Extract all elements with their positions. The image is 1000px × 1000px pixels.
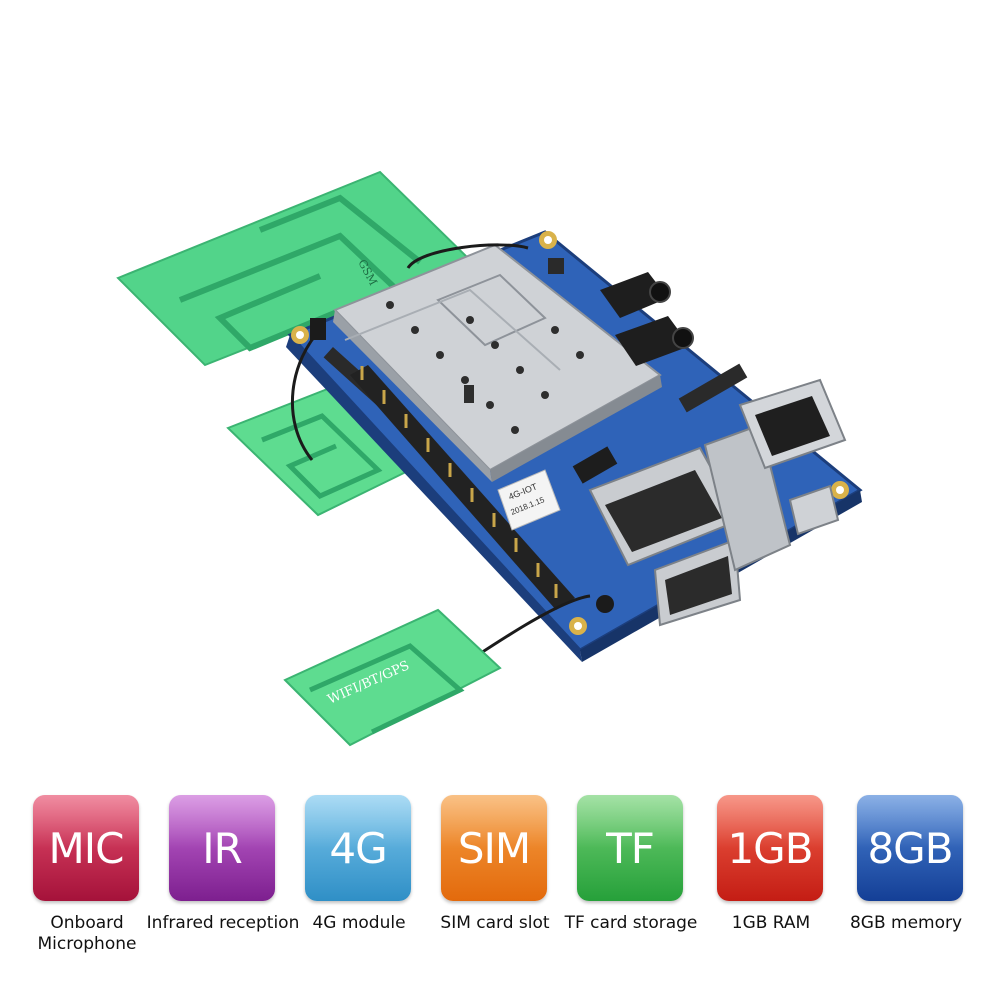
tile-ir: IR <box>169 795 275 901</box>
feature-4g: 4G 4G module <box>305 795 413 933</box>
feature-mic: MIC Onboard Microphone <box>33 795 141 954</box>
board-photo: GSM <box>116 170 863 747</box>
tile-mic-text: MIC <box>48 823 125 873</box>
tile-8gb-text: 8GB <box>867 823 953 873</box>
module-shield: 4G-IOT 2018.1.15 <box>333 243 662 531</box>
feature-tf: TF TF card storage <box>565 795 697 933</box>
caption-ir: Infrared reception <box>146 913 300 933</box>
caption-1gb: 1GB RAM <box>731 913 811 933</box>
tile-4g-text: 4G <box>329 823 387 873</box>
tile-8gb: 8GB <box>857 795 963 901</box>
caption-tf: TF card storage <box>564 913 698 933</box>
caption-sim: SIM card slot <box>440 913 550 933</box>
feature-ir: IR Infrared reception <box>147 795 299 933</box>
wifi-antenna: WIFI/BT/GPS <box>283 608 502 747</box>
feature-1gb: 1GB 1GB RAM <box>717 795 825 933</box>
buzzer <box>596 595 614 613</box>
tile-sim: SIM <box>441 795 547 901</box>
cable-connector <box>310 318 326 340</box>
tile-4g: 4G <box>305 795 411 901</box>
audio-jacks <box>600 272 694 366</box>
feature-sim: SIM SIM card slot <box>440 795 550 933</box>
tile-1gb: 1GB <box>717 795 823 901</box>
pin-header <box>350 365 575 610</box>
tile-tf-text: TF <box>606 823 655 873</box>
feature-8gb: 8GB 8GB memory <box>850 795 965 933</box>
caption-mic: Onboard Microphone <box>37 913 137 954</box>
caption-8gb: 8GB memory <box>849 913 963 933</box>
tile-ir-text: IR <box>202 823 243 873</box>
tile-tf: TF <box>577 795 683 901</box>
tile-sim-text: SIM <box>457 823 531 873</box>
connectors <box>588 378 847 627</box>
caption-4g: 4G module <box>312 913 406 933</box>
tile-1gb-text: 1GB <box>727 823 813 873</box>
tile-mic: MIC <box>33 795 139 901</box>
